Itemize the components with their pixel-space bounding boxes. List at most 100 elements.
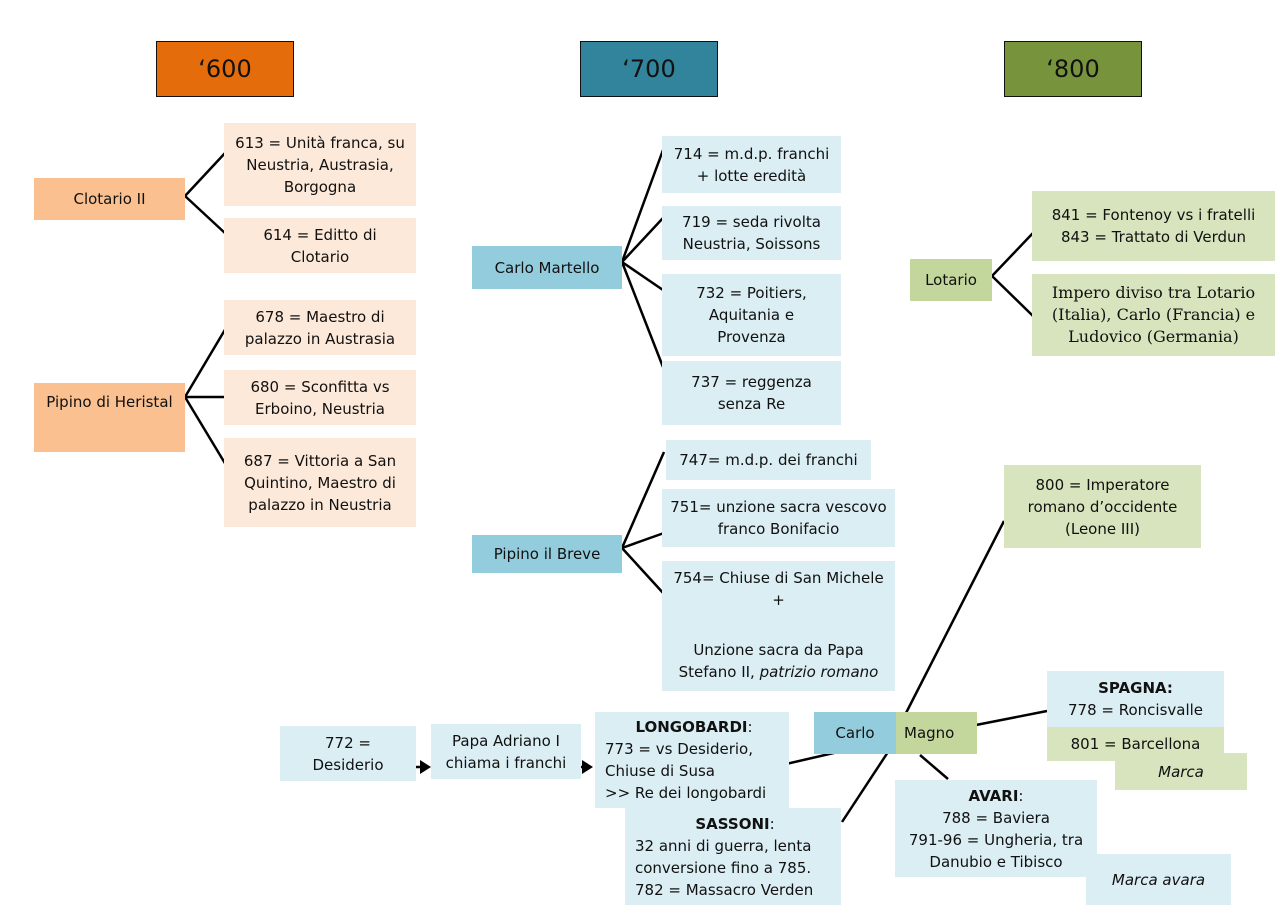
event-773-line: Chiuse di Susa <box>605 762 715 780</box>
event-751-line: 751= unzione sacra vescovo <box>670 498 887 516</box>
century-800-label: ‘800 <box>1046 55 1100 83</box>
marca-avara: Marca avara <box>1086 854 1231 905</box>
line-breve-747 <box>620 451 666 549</box>
papa-adriano: Papa Adriano I chiama i franchi <box>431 724 581 779</box>
line-martello-732 <box>621 260 664 292</box>
century-600-label: ‘600 <box>198 55 252 83</box>
event-613-line: Borgogna <box>283 177 357 196</box>
patrizio-romano-text: patrizio romano <box>759 663 879 681</box>
clotario-ii-label: Clotario II <box>73 190 146 208</box>
event-754-text: Stefano II, <box>678 663 760 681</box>
event-801-line: 801 = Barcellona <box>1070 735 1201 753</box>
carlo-magno-node-left: Carlo <box>814 712 896 754</box>
century-700-header: ‘700 <box>580 41 718 97</box>
impero-diviso: Impero diviso tra Lotario (Italia), Carl… <box>1032 274 1275 356</box>
event-614-line: 614 = Editto di <box>263 225 377 244</box>
avari-colon: : <box>1018 786 1024 805</box>
event-841-line: 841 = Fontenoy vs i fratelli <box>1051 206 1256 224</box>
carlo-magno-label-b: Magno <box>904 724 955 742</box>
longobardi-title: LONGOBARDI <box>635 718 748 736</box>
event-773-line: >> Re dei longobardi <box>605 784 767 802</box>
avari-title-line: AVARI: <box>969 785 1024 807</box>
carlo-magno-node-right: Magno <box>896 712 977 754</box>
sassoni-title-line: SASSONI: <box>695 813 774 835</box>
event-613-line: 613 = Unità franca, su <box>235 133 405 152</box>
century-600-header: ‘600 <box>156 41 294 97</box>
event-680-line: 680 = Sconfitta vs <box>250 377 390 396</box>
marca-spagna: Marca <box>1115 753 1247 790</box>
event-800-line: (Leone III) <box>1065 519 1140 538</box>
line-martello-719 <box>621 217 664 263</box>
event-732-line: 732 = Poitiers, <box>696 284 807 302</box>
arrowhead-2 <box>582 760 593 774</box>
event-680-line: Erboino, Neustria <box>255 399 385 418</box>
event-719: 719 = seda rivolta Neustria, Soissons <box>662 206 841 260</box>
arrowhead-1 <box>420 760 431 774</box>
spagna-title: SPAGNA: <box>1098 679 1173 697</box>
event-782-line: 782 = Massacro Verden <box>635 880 814 899</box>
line-magno-spagna <box>975 709 1048 727</box>
event-747-line: 747= m.d.p. dei franchi <box>679 451 858 469</box>
lotario-node: Lotario <box>910 259 992 301</box>
event-687-line: 687 = Vittoria a San <box>243 451 397 470</box>
event-719-line: 719 = seda rivolta <box>682 213 821 231</box>
line-breve-754 <box>621 547 665 595</box>
century-700-label: ‘700 <box>622 55 676 83</box>
event-800-line: 800 = Imperatore <box>1035 475 1170 494</box>
sassoni-line: 32 anni di guerra, lenta <box>635 836 812 855</box>
line-martello-714 <box>620 149 665 263</box>
avari-title: AVARI <box>968 786 1019 805</box>
sassoni-box: SASSONI: 32 anni di guerra, lenta conver… <box>625 808 841 905</box>
line-clotario-614 <box>184 195 227 235</box>
sassoni-line: conversione fino a 785. <box>635 858 812 877</box>
event-754-line: 754= Chiuse di San Michele <box>673 569 884 587</box>
impero-line: Impero diviso tra Lotario <box>1051 283 1256 302</box>
line-magno-sassoni <box>840 751 890 823</box>
sassoni-colon: : <box>769 814 775 833</box>
event-778-line: 778 = Roncisvalle <box>1067 701 1204 719</box>
event-687-line: palazzo in Neustria <box>248 495 392 514</box>
avari-box: AVARI: 788 = Baviera 791-96 = Ungheria, … <box>895 780 1097 877</box>
event-687-line: Quintino, Maestro di <box>244 473 396 492</box>
carlo-martello-label: Carlo Martello <box>494 258 600 277</box>
line-clotario-613 <box>184 151 227 197</box>
event-772-line: 772 = <box>325 733 371 752</box>
impero-line: (Italia), Carlo (Francia) e <box>1051 305 1256 324</box>
event-678: 678 = Maestro di palazzo in Austrasia <box>224 300 416 355</box>
event-719-line: Neustria, Soissons <box>682 235 821 253</box>
event-613: 613 = Unità franca, su Neustria, Austras… <box>224 123 416 206</box>
event-754-line: Unzione sacra da Papa <box>693 641 864 659</box>
event-687: 687 = Vittoria a San Quintino, Maestro d… <box>224 438 416 527</box>
century-800-header: ‘800 <box>1004 41 1142 97</box>
line-magno-avari <box>919 754 949 780</box>
sassoni-title: SASSONI <box>695 814 770 833</box>
pipino-heristal-node: Pipino di Heristal <box>34 383 185 452</box>
pipino-breve-label: Pipino il Breve <box>493 545 601 563</box>
line-magno-800 <box>903 520 1006 716</box>
line-martello-737 <box>620 261 665 368</box>
event-791-line: 791-96 = Ungheria, tra <box>908 830 1084 849</box>
line-heristal-687 <box>183 396 228 466</box>
event-791-line: Danubio e Tibisco <box>929 852 1063 871</box>
event-788-line: 788 = Baviera <box>942 808 1050 827</box>
event-772-line: Desiderio <box>312 755 384 774</box>
longobardi-box: LONGOBARDI: 773 = vs Desiderio, Chiuse d… <box>595 712 789 808</box>
carlo-magno-label-a: Carlo <box>835 724 875 742</box>
event-737-line: 737 = reggenza <box>691 373 812 391</box>
event-680: 680 = Sconfitta vs Erboino, Neustria <box>224 370 416 425</box>
lotario-label: Lotario <box>925 271 977 289</box>
event-772: 772 = Desiderio <box>280 726 416 781</box>
longobardi-colon: : <box>747 718 753 736</box>
event-732-line: Aquitania e <box>708 306 795 324</box>
event-732-line: Provenza <box>717 328 786 346</box>
line-breve-751 <box>621 531 665 550</box>
pipino-breve-node: Pipino il Breve <box>472 535 622 573</box>
event-714: 714 = m.d.p. franchi + lotte eredità <box>662 136 841 193</box>
marca-label: Marca <box>1158 762 1204 781</box>
event-751-line: franco Bonifacio <box>717 520 840 538</box>
event-614-line: Clotario <box>290 247 350 266</box>
event-754: 754= Chiuse di San Michele + Unzione sac… <box>662 561 895 691</box>
event-714-line: 714 = m.d.p. franchi <box>673 144 830 163</box>
event-800: 800 = Imperatore romano d’occidente (Leo… <box>1004 465 1201 548</box>
line-heristal-678 <box>183 327 228 398</box>
